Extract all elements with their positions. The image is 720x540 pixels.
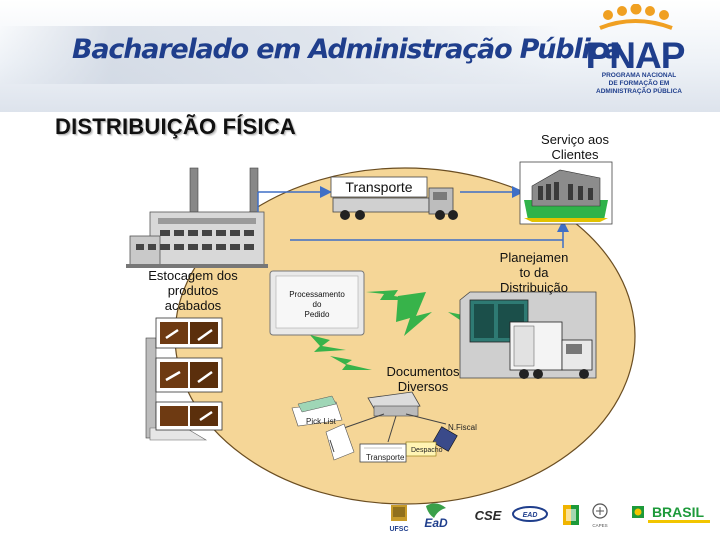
order-processing-line: Pedido <box>276 310 358 320</box>
ufsc-logo: UFSC <box>389 505 408 533</box>
invoice-label: N.Fiscal <box>448 423 477 432</box>
brasil-logo: BRASIL <box>632 504 710 523</box>
order-processing-line: Processamento <box>276 290 358 300</box>
planning-line: to da <box>484 265 584 280</box>
documents-line: Diversos <box>368 379 478 394</box>
stock-label: Estocagem dos produtos acabados <box>140 268 246 313</box>
loading-dock-icon <box>460 292 596 379</box>
planning-line: Distribuição <box>484 280 584 295</box>
service-line: Clientes <box>520 147 630 162</box>
documents-label: Documentos Diversos <box>368 364 478 394</box>
ead-label: EaD <box>424 516 448 530</box>
ead-swoosh-label: EAD <box>523 512 538 519</box>
transport-document-label: Transporte <box>366 453 405 462</box>
transport-label: Transporte <box>345 179 412 195</box>
brasil-label: BRASIL <box>652 504 705 520</box>
ead-swoosh-logo: EAD <box>513 507 547 521</box>
capes-logo: CAPES <box>592 504 607 528</box>
customer-building-icon <box>520 162 612 224</box>
capes-label: CAPES <box>592 523 607 528</box>
factory-icon <box>126 168 268 268</box>
warehouse-racks-icon <box>146 318 222 440</box>
pick-list-label: Pick List <box>306 417 337 426</box>
stock-line: Estocagem dos <box>140 268 246 283</box>
dispatch-label: Despacho <box>411 447 443 454</box>
footer-logos: UFSC EaD CSE EAD CAPES <box>389 503 710 533</box>
order-processing-label: Processamento do Pedido <box>276 290 358 320</box>
planning-line: Planejamen <box>484 250 584 265</box>
planning-label: Planejamen to da Distribuição <box>484 250 584 295</box>
cse-logo: CSE <box>475 508 502 523</box>
service-label: Serviço aos Clientes <box>520 132 630 162</box>
stock-line: produtos <box>140 283 246 298</box>
uab-logo <box>563 505 579 525</box>
order-processing-line: do <box>276 300 358 310</box>
service-line: Serviço aos <box>520 132 630 147</box>
ufsc-label: UFSC <box>389 526 408 533</box>
documents-line: Documentos <box>368 364 478 379</box>
ead-logo: EaD <box>424 503 448 530</box>
stock-line: acabados <box>140 298 246 313</box>
